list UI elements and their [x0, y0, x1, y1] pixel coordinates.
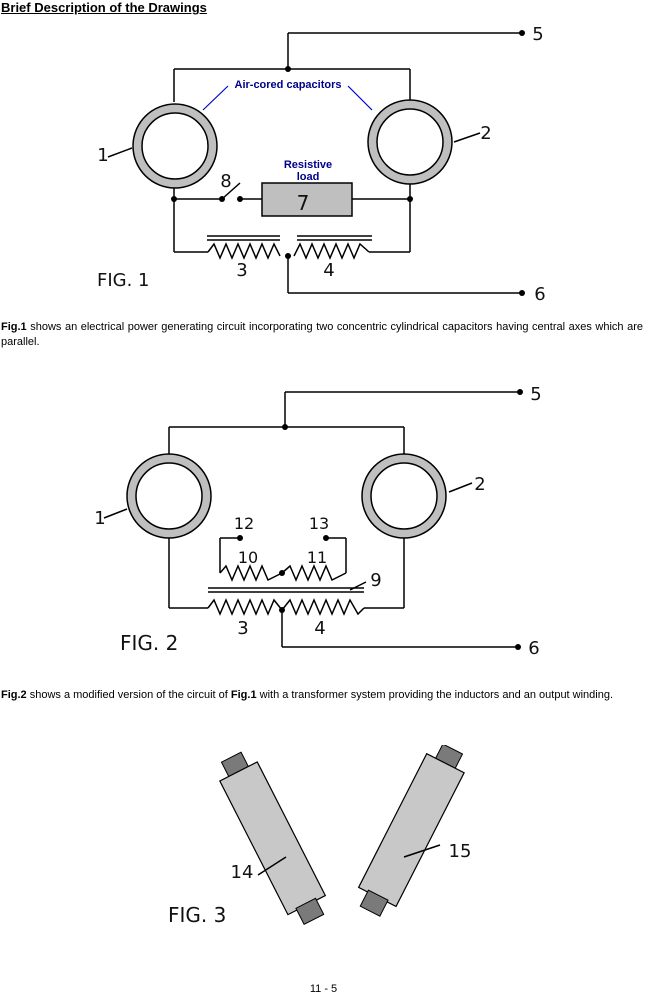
ref-13: 13: [309, 514, 329, 533]
ref-2: 2: [480, 123, 491, 144]
ref-4-fig2: 4: [314, 618, 325, 639]
figure-3: 14 15 FIG. 3: [168, 745, 472, 927]
caption-1-fig-ref: Fig.1: [1, 321, 27, 333]
ref-12: 12: [234, 514, 254, 533]
ref-5: 5: [532, 24, 543, 45]
figure-2: 5 1 2 12 13 10 11 9 3 4 6 FIG. 2: [94, 384, 541, 659]
ref-11: 11: [307, 548, 327, 567]
figure-3-label: FIG. 3: [168, 903, 226, 927]
ref-10: 10: [238, 548, 258, 567]
load-label: load: [297, 171, 320, 183]
capacitor-2: [367, 99, 453, 185]
ref-5-fig2: 5: [530, 384, 541, 405]
ref-3-fig2: 3: [237, 618, 248, 639]
ref-6-fig2: 6: [528, 638, 539, 659]
caption-1-text: shows an electrical power generating cir…: [1, 321, 643, 348]
resistive-load-box: [261, 182, 353, 217]
ref-7: 7: [297, 191, 310, 215]
capacitor-1-fig2: [126, 453, 212, 539]
ref-8: 8: [220, 171, 231, 192]
ref-2-fig2: 2: [474, 474, 485, 495]
ref-15: 15: [449, 841, 472, 862]
ref-14: 14: [231, 862, 254, 883]
ref-4: 4: [323, 260, 334, 281]
figure-2-label: FIG. 2: [120, 631, 178, 655]
ref-9: 9: [370, 570, 381, 591]
capacitor-1: [132, 103, 218, 189]
caption-figure-1: Fig.1 shows an electrical power generati…: [1, 320, 643, 350]
ref-1-fig2: 1: [94, 508, 105, 529]
cylinder-15: [357, 745, 465, 917]
caption-2-text-a: shows a modified version of the circuit …: [26, 689, 231, 701]
page-number: 11 - 5: [309, 983, 338, 995]
cylinder-14: [219, 751, 327, 926]
air-cored-label: Air-cored capacitors: [235, 79, 342, 91]
caption-2-fig-ref-2: Fig.1: [230, 689, 257, 701]
ref-3: 3: [236, 260, 247, 281]
resistive-label: Resistive: [284, 159, 332, 171]
caption-figure-2: Fig.2 shows a modified version of the ci…: [1, 688, 643, 703]
figure-1: Air-cored capacitors Resistive load 7 5 …: [97, 24, 546, 305]
capacitor-2-fig2: [361, 453, 447, 539]
caption-2-text-b: with a transformer system providing the …: [256, 689, 614, 701]
page-heading: Brief Description of the Drawings: [1, 0, 207, 15]
ref-1: 1: [97, 145, 108, 166]
ref-6: 6: [534, 284, 545, 305]
caption-2-fig-ref: Fig.2: [1, 689, 27, 701]
figure-1-label: FIG. 1: [97, 270, 150, 291]
